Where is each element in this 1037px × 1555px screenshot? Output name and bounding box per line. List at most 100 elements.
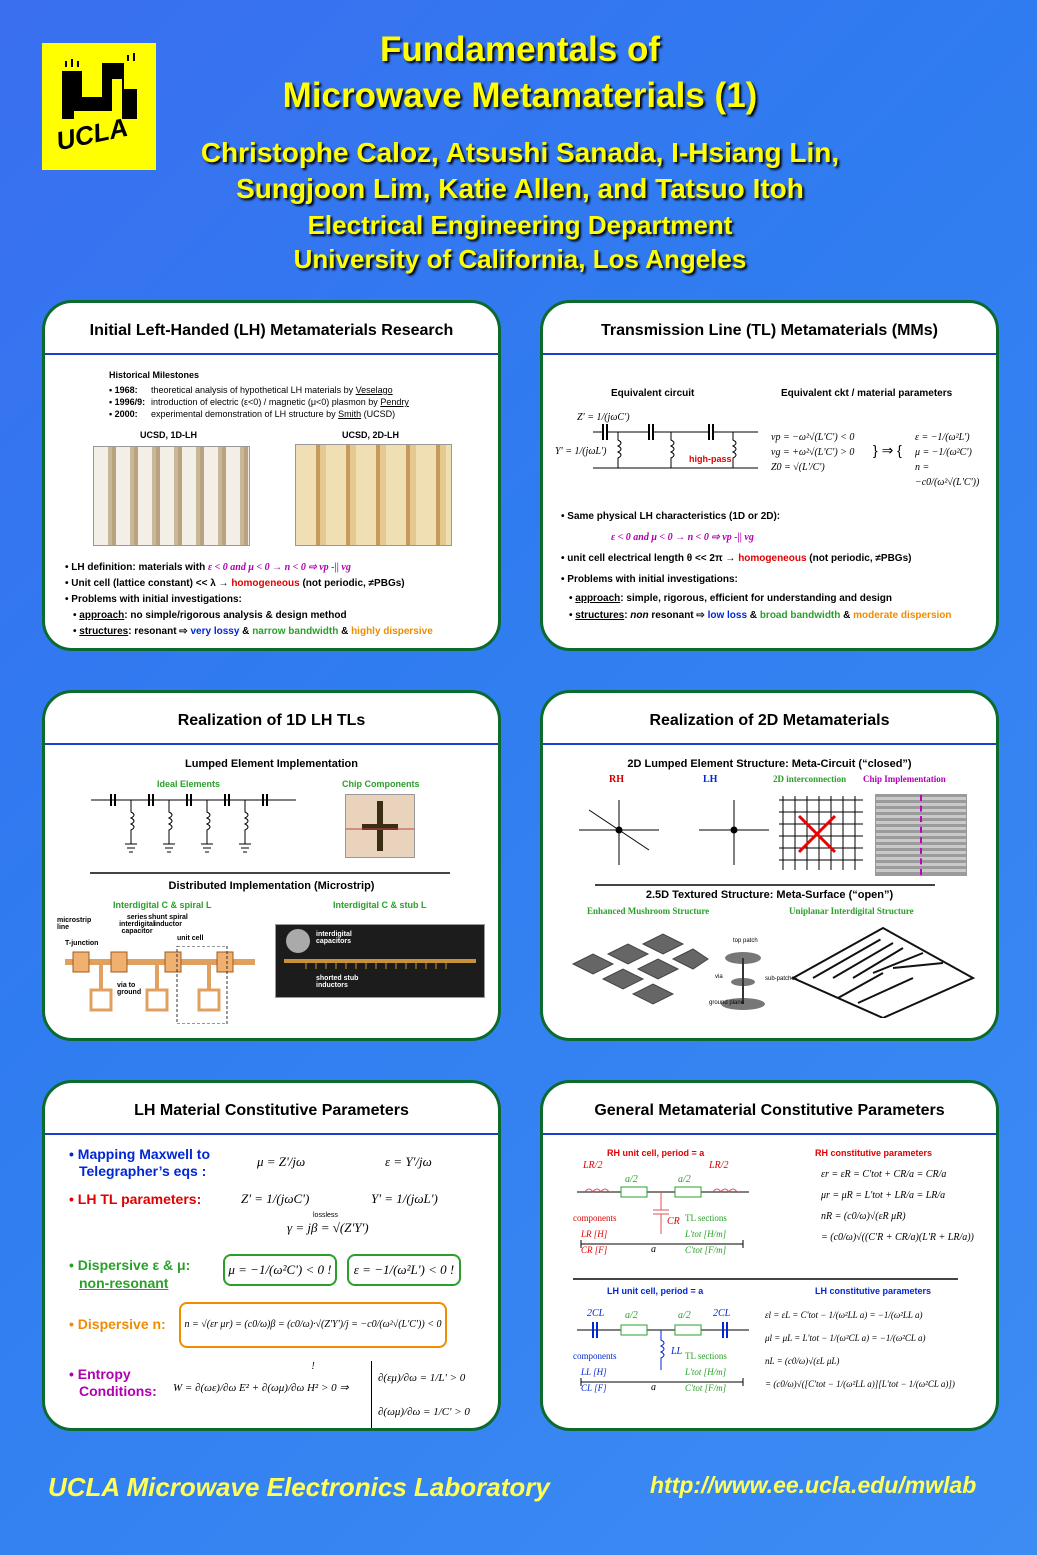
eps-box: ε = −1/(ω²L') < 0 !: [347, 1254, 461, 1286]
lh-condition: ε < 0 and μ < 0 → n < 0 ⇨ vp -|| vg: [611, 532, 754, 543]
a2-right: a/2: [678, 1174, 691, 1185]
lh-unit-cell-diagram: [577, 1322, 749, 1386]
z-equation: Z' = 1/(jωC'): [577, 412, 630, 423]
rh-label: RH: [609, 774, 624, 785]
bullet-approach: • approach: simple, rigorous, efficient …: [569, 593, 892, 604]
rh-unit-cell-label: RH unit cell, period = a: [607, 1148, 705, 1158]
distributed-title: Distributed Implementation (Microstrip): [168, 880, 375, 892]
milestone-1968: • 1968:theoretical analysis of hypotheti…: [109, 385, 393, 395]
lh-equations: εl = εL = C'tot − 1/(ω²LL a) = −1/(ω²LL …: [765, 1310, 955, 1389]
mushroom-structure-diagram: [571, 933, 709, 1005]
mu-equation: μ = Z'/jω: [257, 1154, 306, 1169]
ground-plane-label: ground plane: [709, 1000, 745, 1006]
university: University of California, Los Angeles: [293, 244, 747, 274]
p2-bullets: • Same physical LH characteristics (1D o…: [561, 506, 986, 624]
img1-label: UCSD, 1D-LH: [140, 430, 198, 440]
title-line-1: Fundamentals of: [379, 30, 661, 69]
gamma-equation: γ = jβ = √(Z'Y'): [287, 1220, 369, 1235]
mushroom-cell-icon: [721, 952, 765, 1010]
lh-a2-left: a/2: [625, 1310, 638, 1321]
cr-label: CR: [667, 1216, 680, 1227]
chip-impl-label: Chip Implementation: [863, 774, 946, 784]
ucla-logo: UCLA: [42, 43, 156, 170]
dispersive-eps-mu-label: • Dispersive ε & μ:non-resonant: [69, 1257, 191, 1291]
ladder-circuit-diagram: [593, 424, 758, 469]
high-pass-label: high-pass: [689, 454, 732, 464]
microstrip-stub-photo: interdigital capacitors shorted stub ind…: [275, 924, 485, 998]
ideal-label: Ideal Elements: [157, 779, 221, 789]
chip-label: Chip Components: [342, 779, 420, 789]
bullet-lh-definition: • LH definition: materials with ε < 0 an…: [65, 562, 351, 573]
2d-grid-icon: [779, 796, 863, 870]
y-equation: Y' = 1/(jωL'): [371, 1191, 438, 1206]
mu-box: μ = −1/(ω²C') < 0 !: [223, 1254, 337, 1286]
chip-implementation-photo: [875, 794, 967, 876]
material-params: ε = −1/(ω²L')μ = −1/(ω²C')n = −c0/(ω²√(L…: [915, 432, 980, 488]
panel-lh-constitutive: LH Material Constitutive Parameters • Ma…: [42, 1080, 501, 1431]
lh-a2-right: a/2: [678, 1310, 691, 1321]
spiral-label: Interdigital C & spiral L: [113, 900, 212, 910]
energy-equation: W = ∂(ωε)/∂ω E² + ∂(ωμ)/∂ω H² > 0 ⇒: [173, 1382, 349, 1394]
divider: [573, 1278, 958, 1280]
chip-components-photo: [345, 794, 415, 858]
rh-unit-cell-diagram: [577, 1186, 749, 1248]
cl2-left: 2CL: [587, 1308, 605, 1319]
panel-title: Realization of 1D LH TLs: [45, 693, 498, 745]
rh-params-label: RH constitutive parameters: [815, 1148, 933, 1158]
lh-label: LH: [703, 774, 718, 785]
shunt-inductor-label: shunt spiral inductor: [148, 914, 188, 928]
stub-label: Interdigital C & stub L: [333, 900, 427, 910]
sub-patches-label: sub-patches: [765, 976, 798, 982]
bullet-electrical-length: • unit cell electrical length θ << 2π → …: [561, 553, 912, 564]
milestone-2000: • 2000:experimental demonstration of LH …: [109, 409, 396, 419]
mushroom-label: Enhanced Mushroom Structure: [587, 906, 710, 916]
uniplanar-interdigital-diagram: [790, 926, 976, 1018]
lab-url[interactable]: http://www.ee.ucla.edu/mwlab: [650, 1472, 977, 1498]
series-capacitor-label: series interdigital capacitor: [119, 914, 155, 935]
meta-circuit-title: 2D Lumped Element Structure: Meta-Circui…: [627, 758, 912, 770]
uniplanar-label: Uniplanar Interdigital Structure: [789, 906, 914, 916]
divider: [595, 884, 935, 886]
lh-params-label: LH constitutive parameters: [815, 1286, 932, 1296]
milestone-1996: • 1996/9:introduction of electric (ε<0) …: [109, 397, 409, 407]
shorted-stub-label: shorted stub inductors: [316, 975, 359, 989]
authors-line-1: Christophe Caloz, Atsushi Sanada, I-Hsia…: [200, 137, 840, 168]
royce-hall-icon: [62, 53, 137, 119]
lossless-label: lossless: [313, 1212, 338, 1219]
meta-surface-title: 2.5D Textured Structure: Meta-Surface (“…: [645, 889, 894, 901]
interconnection-label: 2D interconnection: [773, 774, 847, 784]
bullet-same-lh: • Same physical LH characteristics (1D o…: [561, 511, 781, 522]
top-patch-label: top patch: [733, 938, 758, 944]
interdigital-capacitors-label: interdigital capacitors: [316, 931, 352, 945]
department: Electrical Engineering Department: [307, 210, 733, 240]
panel-title: Realization of 2D Metamaterials: [543, 693, 996, 745]
milestones-list: • 1968:theoretical analysis of hypotheti…: [109, 384, 409, 420]
bullet-approach: • approach: no simple/rigorous analysis …: [73, 610, 347, 621]
ideal-ladder-diagram: [91, 794, 296, 853]
panel-tl-metamaterials: Transmission Line (TL) Metamaterials (MM…: [540, 300, 999, 651]
ll-label: LL: [671, 1346, 683, 1357]
panel-title: General Metamaterial Constitutive Parame…: [543, 1083, 996, 1135]
panel-2d-metamaterials: Realization of 2D Metamaterials 2D Lumpe…: [540, 690, 999, 1041]
stub-line-icon: [284, 929, 476, 969]
cl2-right: 2CL: [713, 1308, 731, 1319]
lumped-title: Lumped Element Implementation: [185, 758, 358, 770]
t-junction-label: T-junction: [65, 940, 99, 947]
panel-1d-lh-tls: Realization of 1D LH TLs Lumped Element …: [42, 690, 501, 1041]
equiv-params-label: Equivalent ckt / material parameters: [781, 388, 953, 399]
divider: [90, 872, 450, 874]
a2-left: a/2: [625, 1174, 638, 1185]
bullet-structures: • structures: non resonant ⇨ low loss & …: [569, 610, 952, 621]
eps-equation: ε = Y'/jω: [385, 1154, 432, 1169]
lh-tl-label: • LH TL parameters:: [69, 1191, 202, 1207]
chip-cross-icon: [346, 801, 414, 851]
panel-title: LH Material Constitutive Parameters: [45, 1083, 498, 1135]
n-box: n = √(εr μr) = (c0/ω)β = (c0/ω)·√(Z'Y')/…: [179, 1302, 447, 1372]
lab-name: UCLA Microwave Electronics Laboratory: [48, 1472, 550, 1502]
microstrip-line-label: microstrip line: [57, 917, 92, 931]
bullet-problems: • Problems with initial investigations:: [561, 574, 738, 585]
